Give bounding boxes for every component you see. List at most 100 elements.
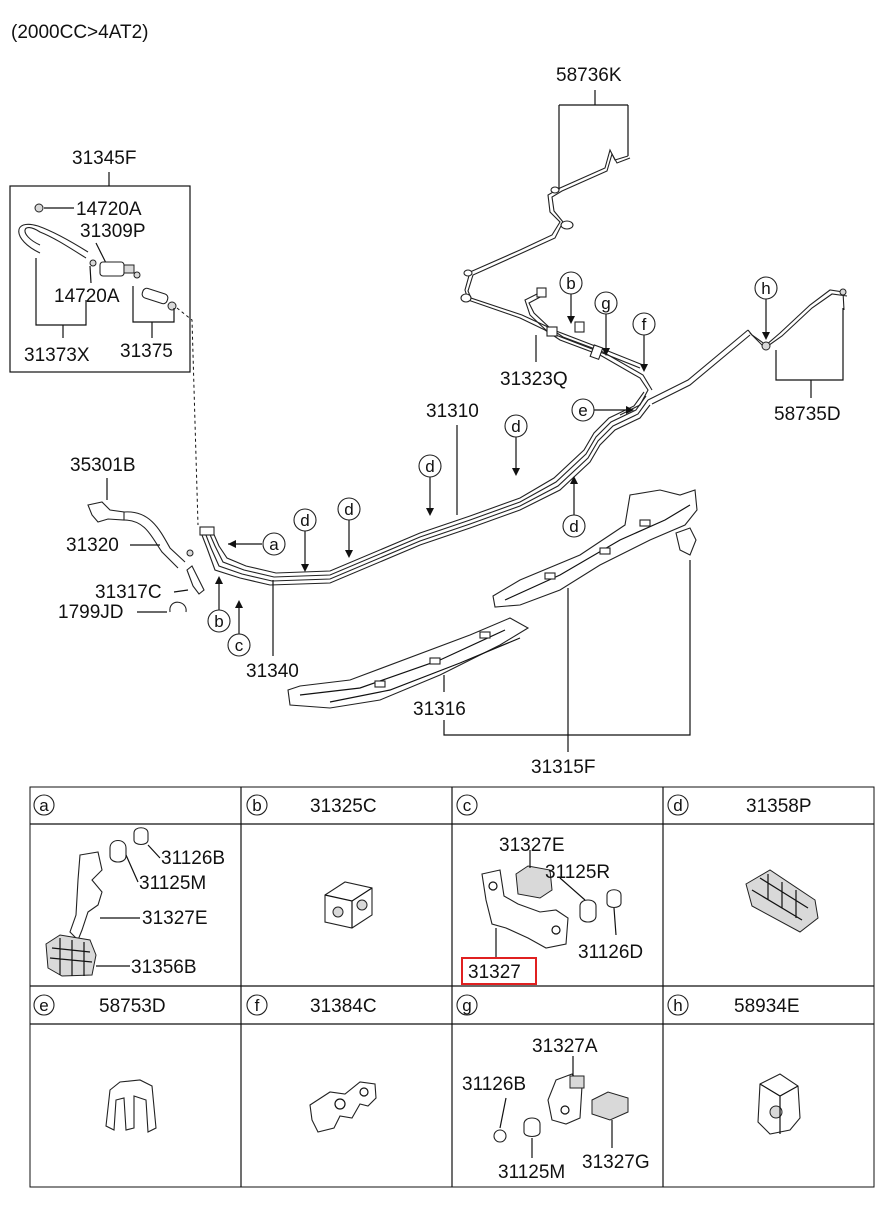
svg-text:g: g <box>462 996 471 1015</box>
callout-1799JD[interactable]: 1799JD <box>58 601 187 623</box>
fuel-lines-main <box>199 329 751 586</box>
bushing-31125M <box>109 839 127 863</box>
cell-b-body <box>324 881 373 929</box>
svg-text:c: c <box>235 636 244 655</box>
cell-c-header[interactable]: c <box>456 794 478 816</box>
cell-d-header[interactable]: d 31358P <box>667 794 812 817</box>
callout-31316[interactable]: 31316 <box>413 675 466 720</box>
svg-text:d: d <box>673 796 682 815</box>
svg-text:31126B: 31126B <box>462 1074 526 1095</box>
detail-table <box>29 786 875 1188</box>
cell-c-body: 31327E 31125R 31327 31126D <box>461 835 643 985</box>
svg-text:31309P: 31309P <box>80 221 146 242</box>
bubble-h[interactable]: h <box>754 276 778 340</box>
clip-58934E <box>757 1073 801 1135</box>
clip-31327G <box>591 1091 629 1121</box>
cell-h-header[interactable]: h 58934E <box>667 994 800 1017</box>
kit-31345F-box <box>9 185 191 373</box>
svg-text:14720A: 14720A <box>54 286 120 307</box>
svg-text:g: g <box>601 294 610 313</box>
callout-31340[interactable]: 31340 <box>246 580 299 682</box>
svg-text:f: f <box>642 315 647 334</box>
bubble-d-4[interactable]: d <box>504 414 528 476</box>
svg-text:31358P: 31358P <box>746 796 812 817</box>
pipe-58735D <box>747 288 848 351</box>
svg-text:d: d <box>344 500 353 519</box>
svg-text:31327E: 31327E <box>142 908 208 929</box>
svg-text:58934E: 58934E <box>734 996 800 1017</box>
svg-text:31345F: 31345F <box>72 148 136 169</box>
svg-text:e: e <box>578 401 587 420</box>
svg-text:31325C: 31325C <box>310 796 377 817</box>
svg-text:d: d <box>300 511 309 530</box>
bushing-31125M-g <box>523 1117 541 1138</box>
bubble-f[interactable]: f <box>632 312 656 372</box>
svg-text:31384C: 31384C <box>310 996 377 1017</box>
bubble-d-3[interactable]: d <box>418 454 442 516</box>
callout-58736K[interactable]: 58736K <box>556 65 629 190</box>
svg-text:h: h <box>673 996 682 1015</box>
svg-text:31310: 31310 <box>426 401 479 422</box>
bubble-c[interactable]: c <box>227 600 251 657</box>
svg-text:31373X: 31373X <box>24 345 90 366</box>
protector-31315 <box>492 489 698 608</box>
cell-b-header[interactable]: b 31325C <box>246 794 377 817</box>
clip-58753D <box>105 1079 157 1133</box>
svg-text:31327A: 31327A <box>532 1036 598 1057</box>
svg-text:1799JD: 1799JD <box>58 602 124 623</box>
hose-31373X <box>24 227 87 259</box>
svg-text:58753D: 58753D <box>99 996 166 1017</box>
svg-text:c: c <box>463 796 472 815</box>
svg-text:31316: 31316 <box>413 699 466 720</box>
svg-text:31125M: 31125M <box>139 873 206 894</box>
bubble-b-left[interactable]: b <box>207 576 231 633</box>
collar-31126D <box>606 889 622 909</box>
callout-31345F[interactable]: 31345F <box>9 148 191 373</box>
svg-text:31317C: 31317C <box>95 582 162 603</box>
svg-text:35301B: 35301B <box>70 455 136 476</box>
highlight-box-31327[interactable] <box>461 957 537 985</box>
cell-e-header[interactable]: e 58753D <box>33 994 166 1017</box>
callout-31317C[interactable]: 31317C <box>95 565 205 603</box>
svg-text:31356B: 31356B <box>131 957 197 978</box>
bubble-g[interactable]: g <box>594 291 618 356</box>
bubble-d-2[interactable]: d <box>337 497 361 558</box>
bubble-d-1[interactable]: d <box>293 508 317 572</box>
callout-31320[interactable]: 31320 <box>66 535 160 556</box>
callout-35301B[interactable]: 35301B <box>70 455 136 500</box>
cell-g-header[interactable]: g <box>456 994 478 1016</box>
bubble-a[interactable]: a <box>228 532 286 556</box>
callout-58735D[interactable]: 58735D <box>774 308 844 425</box>
svg-text:31323Q: 31323Q <box>500 369 568 390</box>
svg-text:31340: 31340 <box>246 661 299 682</box>
bubble-b-top[interactable]: b <box>559 271 583 324</box>
hose-31317C <box>186 565 205 595</box>
callout-31315F[interactable]: 31315F <box>443 560 691 778</box>
svg-text:d: d <box>511 417 520 436</box>
svg-text:b: b <box>566 274 575 293</box>
svg-text:31327G: 31327G <box>582 1152 650 1173</box>
svg-text:31125M: 31125M <box>498 1162 565 1183</box>
svg-text:b: b <box>214 612 223 631</box>
svg-text:31327: 31327 <box>468 962 521 983</box>
cell-a-header[interactable]: a <box>33 794 55 816</box>
cell-f-header[interactable]: f 31384C <box>246 994 377 1017</box>
svg-text:f: f <box>255 996 260 1015</box>
svg-text:14720A: 14720A <box>76 199 142 220</box>
clip-31327E <box>515 865 553 899</box>
svg-text:31327E: 31327E <box>499 835 565 856</box>
cell-d-body <box>745 869 819 933</box>
bubble-e[interactable]: e <box>571 398 634 422</box>
bubble-d-5[interactable]: d <box>562 476 586 538</box>
clamp-14720A-top <box>34 203 44 213</box>
connector-35301B <box>87 501 194 569</box>
svg-text:58735D: 58735D <box>774 404 841 425</box>
clip-1799JD <box>169 601 187 613</box>
svg-text:a: a <box>269 535 279 554</box>
callout-31323Q[interactable]: 31323Q <box>500 335 568 390</box>
svg-text:e: e <box>39 996 48 1015</box>
bracket-31327 <box>481 869 569 949</box>
callout-31310[interactable]: 31310 <box>426 401 479 515</box>
